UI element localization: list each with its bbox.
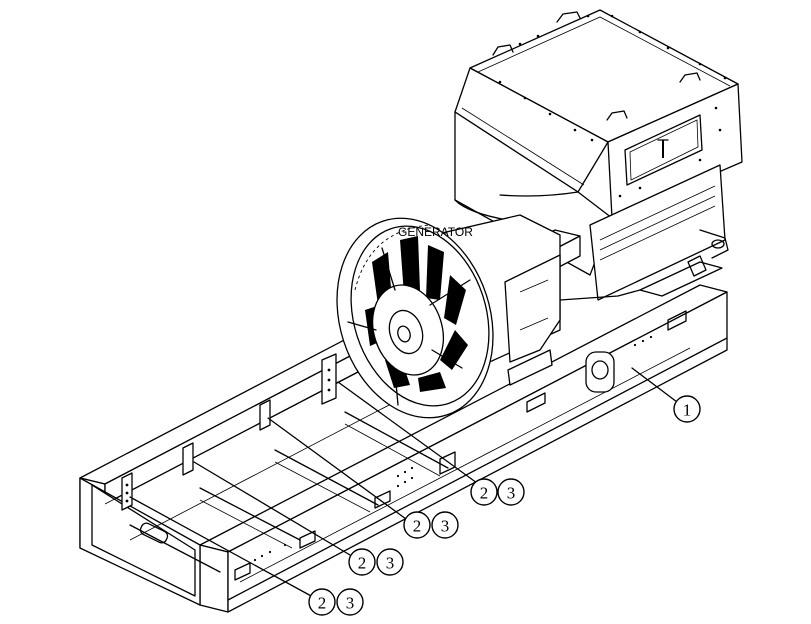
callout-balloon-2-3-c: 2 3 [348,548,404,576]
lid-bolt-holes [498,14,727,198]
callout-balloon-2-3-a: 2 3 [470,478,525,506]
callout-balloon-1: 1 [673,395,701,423]
leader-lines [129,367,678,598]
generator-fan-ring [336,214,561,419]
rail-bolt-holes [253,335,653,562]
callout-number: 2 [318,594,327,613]
callout-number: 2 [480,484,489,503]
callout-number: 3 [507,484,516,503]
lifting-eye [585,351,615,393]
callout-balloon-2-3-b: 2 3 [403,511,459,539]
callout-number: 1 [683,401,692,420]
callout-number: 2 [358,554,367,573]
generator-housing [454,9,743,301]
callout-number: 3 [386,554,395,573]
callout-number: 2 [413,517,422,536]
callout-balloon-2-3-d: 2 3 [308,588,364,616]
callout-number: 3 [346,594,355,613]
callout-number: 3 [441,517,450,536]
generator-label: GENERATOR [398,225,473,239]
